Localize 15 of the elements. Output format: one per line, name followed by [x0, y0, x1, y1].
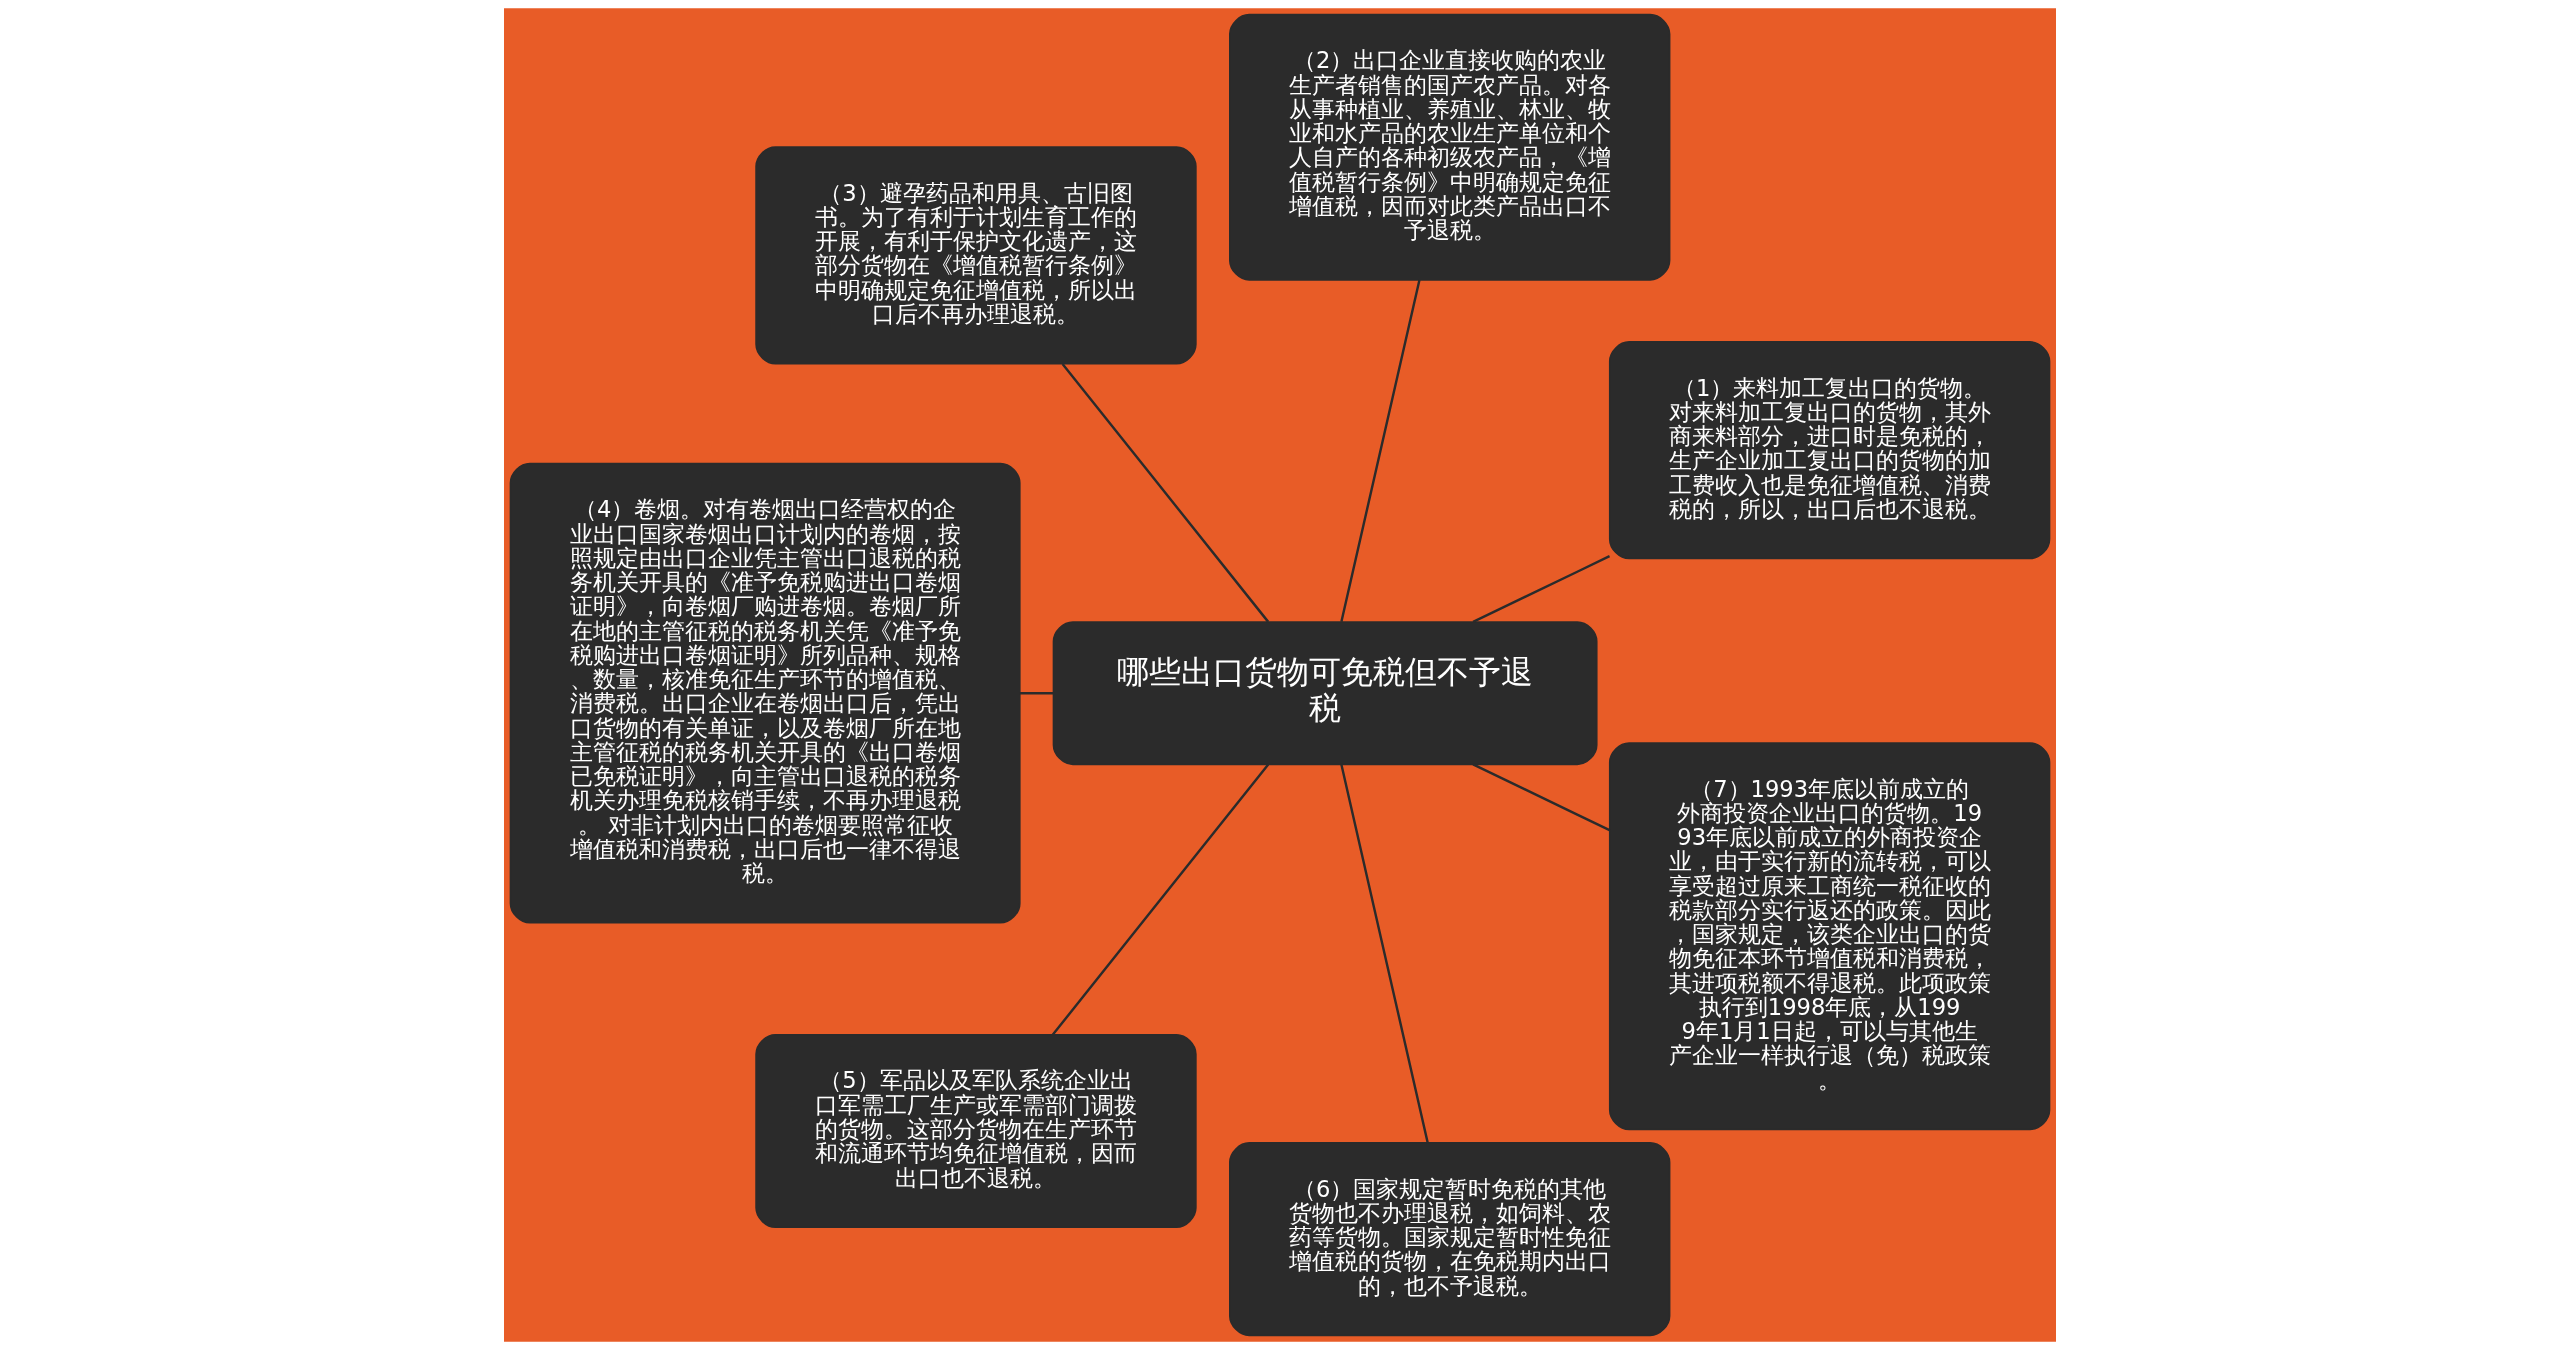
node-box: 哪些出口货物可免税但不予退税: [1052, 621, 1598, 766]
node-box: （5）军品以及军队系统企业出口军需工厂生产或军需部门调拨的货物。这部分货物在生产环节和流通环节均免征增值税，因而出口也不退税。: [755, 1034, 1197, 1228]
connector: [1340, 279, 1421, 623]
node-box: （2）出口企业直接收购的农业生产者销售的国产农产品。对各从事种植业、养殖业、林业、牧业和水产品的农业生产单位和个人自产的各种初级农产品，《增值税暂行条例》中明确规定免征增值税，因而对此类产品出口不予退税。: [1229, 13, 1671, 281]
node-box: （7）1993年底以前成立的外商投资企业出口的货物。1993年底以前成立的外商投资企业，由于实行新的流转税，可以享受超过原来工商统一税征收的税款部分实行返还的政策。因此，国家规定，该类企业出口的货物免征本环节增值税和消费税，其进项税额不得退税。此项政策执行到1998年底，从1999年1月1日起，可以与其他生产企业一样执行退（免）税政策。: [1608, 742, 2051, 1131]
node-box: （6）国家规定暂时免税的其他货物也不办理退税，如饲料、农药等货物。国家规定暂时性免征增值税的货物，在免税期内出口的，也不予退税。: [1229, 1142, 1671, 1337]
connector: [1340, 764, 1429, 1144]
node-box: （3）避孕药品和用具、古旧图书。为了有利于计划生育工作的开展，有利于保护文化遗产，这部分货物在《增值税暂行条例》中明确规定免征增值税，所以出口后不再办理退税。: [755, 146, 1197, 365]
connector: [1061, 363, 1270, 623]
connector: [1472, 763, 1611, 832]
node-box: （4）卷烟。对有卷烟出口经营权的企业出口国家卷烟出口计划内的卷烟，按照规定由出口企业凭主管出口退税的税务机关开具的《准予免税购进出口卷烟证明》，向卷烟厂购进卷烟。卷烟厂所在地的主管征税的税务机关凭《准予免税购进出口卷烟证明》所列品种、规格、数量，核准免征生产环节的增值税、消费税。出口企业在卷烟出口后，凭出口货物的有关单证，以及卷烟厂所在地主管征税的税务机关开具的《出口卷烟已免税证明》，向主管出口退税的税务机关办理免税核销手续，不再办理退税。 对非计划内出口的卷烟要照常征收增值税和消费税，出口后也一律不得退税。: [509, 462, 1021, 924]
node-box: （1）来料加工复出口的货物。对来料加工复出口的货物，其外商来料部分，进口时是免税的，生产企业加工复出口的货物的加工费收入也是免征增值税、消费税的，所以，出口后也不退税。: [1608, 341, 2051, 560]
connector: [1472, 555, 1611, 624]
connector: [1019, 691, 1054, 695]
connector: [1051, 763, 1270, 1036]
